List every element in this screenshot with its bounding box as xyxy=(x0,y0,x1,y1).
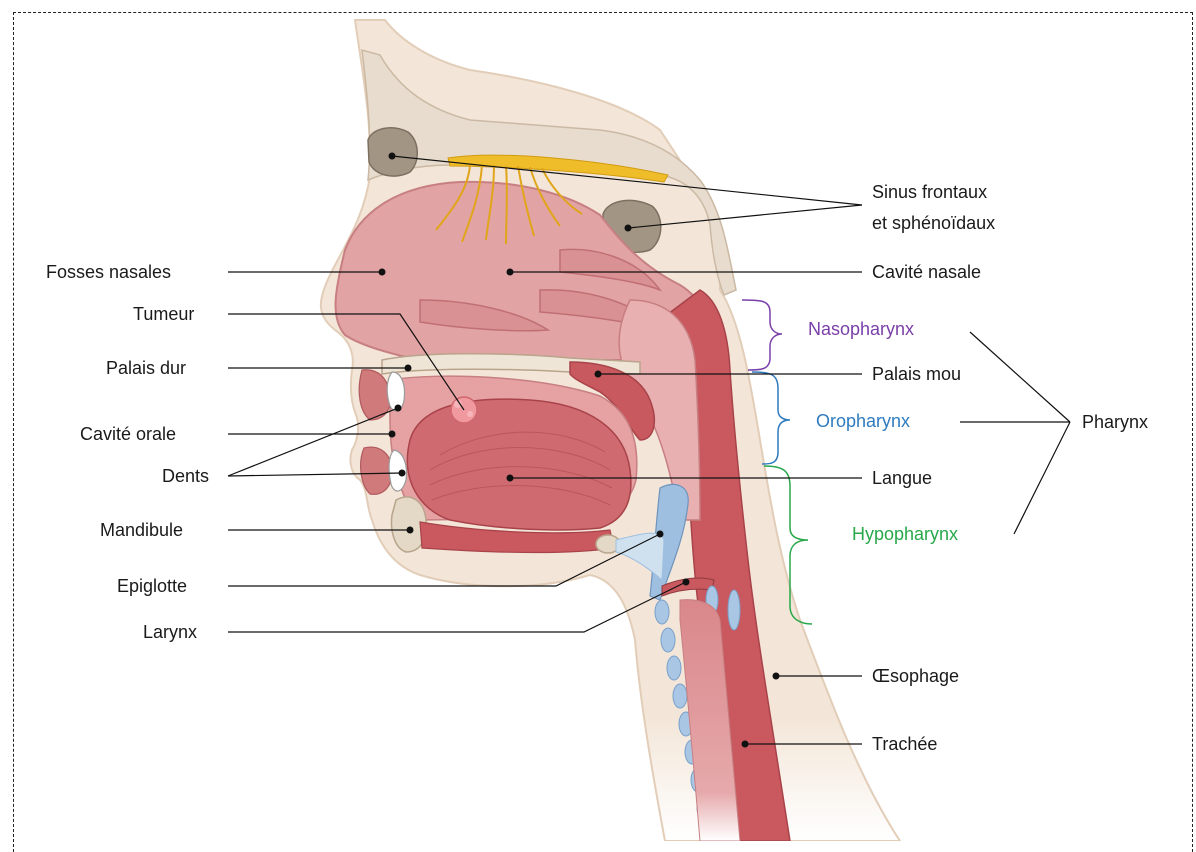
label-sinus-line2: et sphénoïdaux xyxy=(872,214,995,232)
label-hypopharynx: Hypopharynx xyxy=(852,525,958,543)
label-epiglotte: Epiglotte xyxy=(117,577,187,595)
label-pharynx: Pharynx xyxy=(1082,413,1148,431)
label-trachee: Trachée xyxy=(872,735,937,753)
label-mandibule: Mandibule xyxy=(100,521,183,539)
label-cavite-orale: Cavité orale xyxy=(80,425,176,443)
label-palais-dur: Palais dur xyxy=(106,359,186,377)
label-sinus-line1: Sinus frontaux xyxy=(872,183,987,201)
label-fosses-nasales: Fosses nasales xyxy=(46,263,171,281)
label-cavite-nasale: Cavité nasale xyxy=(872,263,981,281)
label-tumeur: Tumeur xyxy=(133,305,194,323)
label-dents: Dents xyxy=(162,467,209,485)
label-langue: Langue xyxy=(872,469,932,487)
label-nasopharynx: Nasopharynx xyxy=(808,320,914,338)
frontal-sinus-shape xyxy=(368,128,417,176)
brace-nasopharynx xyxy=(742,300,782,370)
label-palais-mou: Palais mou xyxy=(872,365,961,383)
label-oropharynx: Oropharynx xyxy=(816,412,910,430)
label-oesophage: Œsophage xyxy=(872,667,959,685)
label-larynx: Larynx xyxy=(143,623,197,641)
